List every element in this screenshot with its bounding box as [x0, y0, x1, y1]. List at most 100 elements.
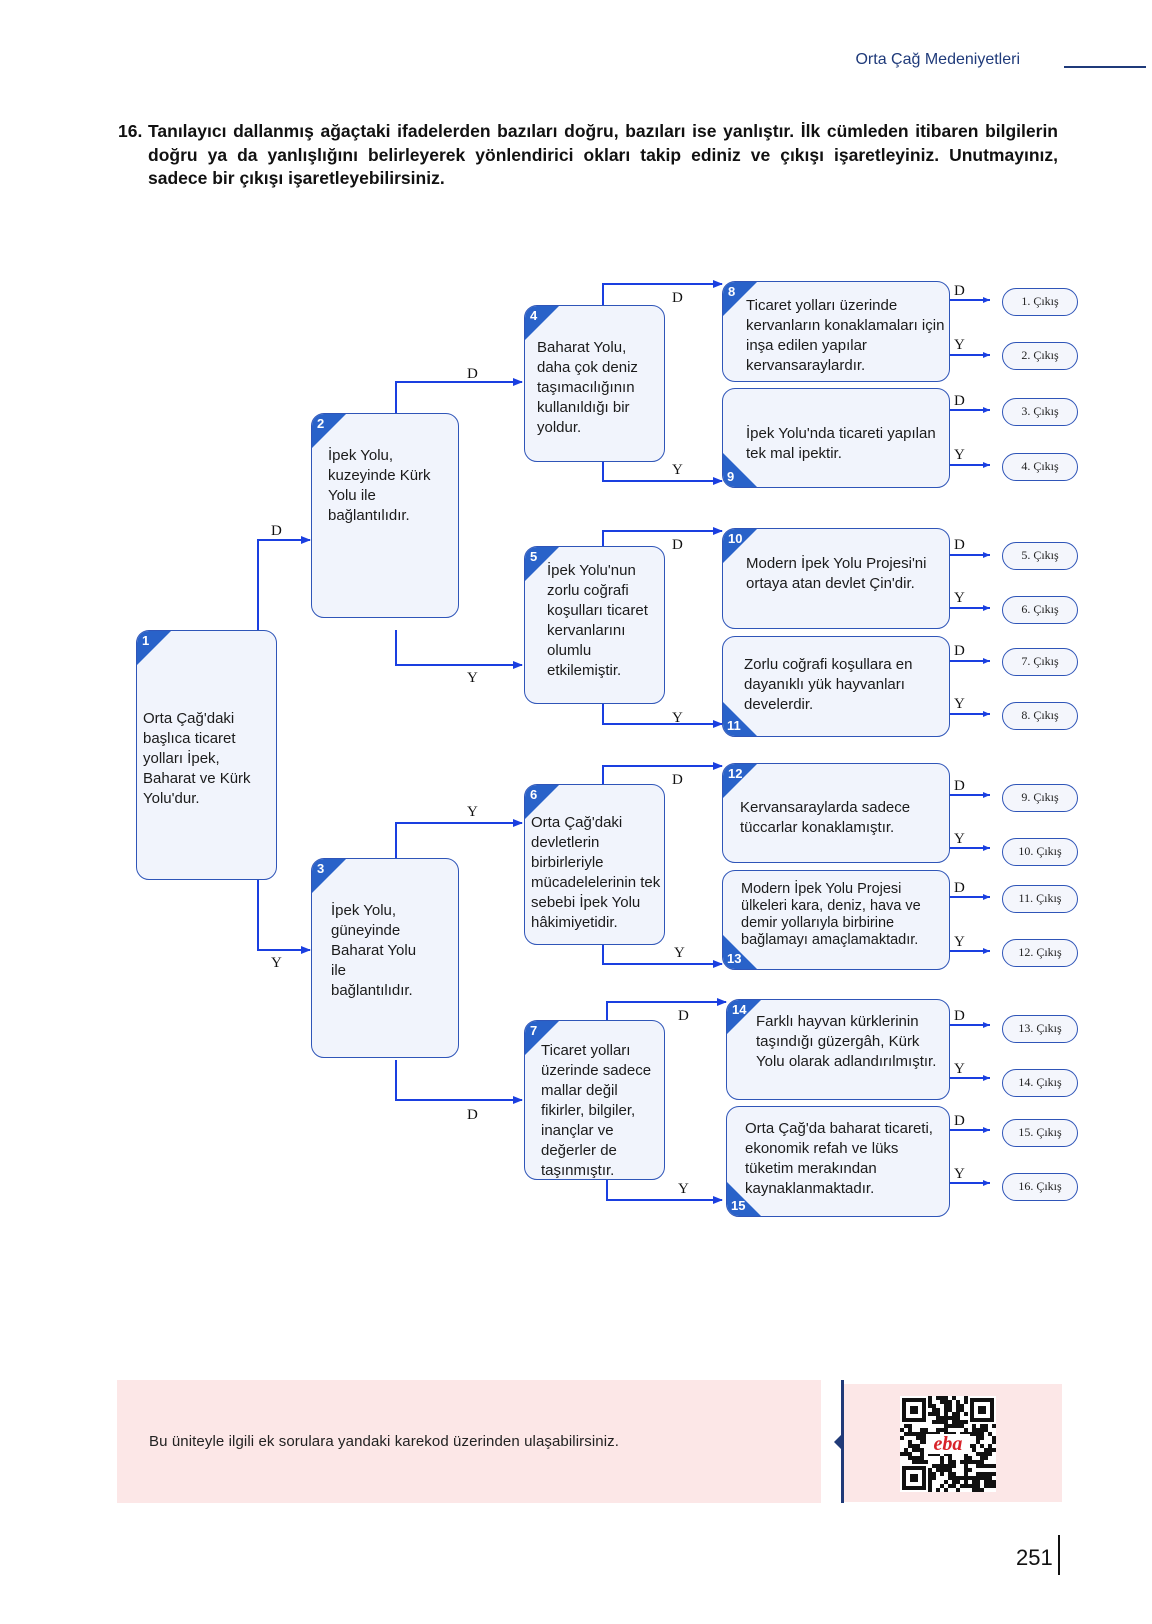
page-number-bar	[1058, 1535, 1060, 1575]
exit-option-9[interactable]: 9. Çıkış	[1002, 784, 1078, 812]
branch-label-true: D	[954, 283, 965, 299]
node-number-badge	[525, 306, 560, 341]
branch-label-false: Y	[954, 1166, 965, 1182]
branch-label-true: D	[672, 772, 683, 788]
exit-option-11[interactable]: 11. Çıkış	[1002, 885, 1078, 913]
tree-node-13: 13 Modern İpek Yolu Projesi ülkeleri kar…	[722, 870, 950, 970]
qr-code-icon[interactable]: eba	[900, 1396, 996, 1492]
branch-label-false: Y	[674, 945, 685, 961]
tree-node-7: 7 Ticaret yolları üzerinde sadece mallar…	[524, 1020, 665, 1180]
tree-node-14: 14 Farklı hayvan kürklerinin taşındığı g…	[726, 999, 950, 1100]
branch-label-false: Y	[954, 934, 965, 950]
branch-label-false: Y	[954, 337, 965, 353]
node-statement: Orta Çağ'daki başlıca ticaret yolları İp…	[143, 710, 251, 807]
exit-option-3[interactable]: 3. Çıkış	[1002, 398, 1078, 426]
node-statement: Orta Çağ'daki devletlerin birbirleriyle …	[531, 814, 661, 931]
node-number-badge	[137, 631, 172, 666]
node-number: 3	[317, 861, 325, 876]
branch-label-true: D	[271, 523, 282, 539]
tree-node-2: 2 İpek Yolu, kuzeyinde Kürk Yolu ile bağ…	[311, 413, 459, 618]
tree-node-3: 3 İpek Yolu, güneyinde Baharat Yolu ile …	[311, 858, 459, 1058]
branch-label-true: D	[672, 537, 683, 553]
exit-option-16[interactable]: 16. Çıkış	[1002, 1173, 1078, 1201]
exit-option-7[interactable]: 7. Çıkış	[1002, 648, 1078, 676]
tree-node-4: 4 Baharat Yolu, daha çok deniz taşımacıl…	[524, 305, 665, 462]
page-number: 251	[1016, 1545, 1053, 1570]
node-number: 13	[727, 951, 742, 966]
exit-option-5[interactable]: 5. Çıkış	[1002, 542, 1078, 570]
branch-label-true: D	[954, 643, 965, 659]
exit-option-10[interactable]: 10. Çıkış	[1002, 838, 1078, 866]
node-number: 12	[728, 766, 743, 781]
branch-label-false: Y	[678, 1181, 689, 1197]
tree-node-12: 12 Kervansaraylarda sadece tüccarlar kon…	[722, 763, 950, 863]
chapter-title: Orta Çağ Medeniyetleri	[855, 51, 1020, 68]
exit-option-2[interactable]: 2. Çıkış	[1002, 342, 1078, 370]
node-statement: Zorlu coğrafi koşullara en dayanıklı yük…	[744, 656, 913, 713]
node-number: 11	[727, 718, 741, 733]
exit-option-13[interactable]: 13. Çıkış	[1002, 1015, 1078, 1043]
node-statement: Modern İpek Yolu Projesi'ni ortaya atan …	[746, 555, 927, 592]
node-statement: İpek Yolu'nun zorlu coğrafi koşulları ti…	[547, 562, 648, 679]
node-number: 14	[732, 1002, 747, 1017]
node-statement: İpek Yolu, kuzeyinde Kürk Yolu ile bağla…	[328, 447, 431, 524]
branch-label-true: D	[954, 537, 965, 553]
branch-label-true: D	[954, 880, 965, 896]
branch-label-false: Y	[954, 447, 965, 463]
node-number: 4	[530, 308, 538, 323]
node-number: 10	[728, 531, 743, 546]
node-number-badge	[723, 452, 758, 487]
pointer-triangle-icon	[834, 1433, 843, 1451]
question-text: Tanılayıcı dallanmış ağaçtaki ifadelerde…	[148, 121, 1058, 188]
branch-label-false: Y	[467, 670, 478, 686]
node-statement: İpek Yolu, güneyinde Baharat Yolu ile ba…	[331, 902, 417, 999]
tree-node-1: 1 Orta Çağ'daki başlıca ticaret yolları …	[136, 630, 277, 880]
node-statement: Farklı hayvan kürklerinin taşındığı güze…	[756, 1013, 937, 1070]
node-number: 9	[727, 469, 735, 484]
node-statement: Modern İpek Yolu Projesi ülkeleri kara, …	[741, 881, 921, 948]
exit-option-15[interactable]: 15. Çıkış	[1002, 1119, 1078, 1147]
tree-node-6: 6 Orta Çağ'daki devletlerin birbirleriyl…	[524, 784, 665, 945]
branch-label-true: D	[467, 366, 478, 382]
diagnostic-branching-tree: D Y D Y Y D D Y D Y D Y D Y D Y D Y D Y …	[136, 280, 1078, 1217]
eba-logo: eba	[934, 1433, 963, 1455]
node-number-badge	[723, 701, 758, 736]
branch-label-true: D	[678, 1008, 689, 1024]
tree-connectors	[257, 280, 990, 1204]
tree-node-10: 10 Modern İpek Yolu Projesi'ni ortaya at…	[722, 528, 950, 629]
node-number: 1	[142, 633, 150, 648]
node-number: 15	[731, 1198, 746, 1213]
branch-label-false: Y	[271, 955, 282, 971]
node-statement: Kervansaraylarda sadece tüccarlar konakl…	[740, 799, 911, 836]
node-statement: Orta Çağ'da baharat ticareti, ekonomik r…	[745, 1120, 933, 1197]
branch-label-true: D	[954, 393, 965, 409]
tree-node-15: 15 Orta Çağ'da baharat ticareti, ekonomi…	[726, 1106, 950, 1217]
branch-label-true: D	[672, 290, 683, 306]
exit-option-8[interactable]: 8. Çıkış	[1002, 702, 1078, 730]
node-number: 5	[530, 549, 538, 564]
tree-node-11: 11 Zorlu coğrafi koşullara en dayanıklı …	[722, 636, 950, 737]
node-number-badge	[312, 414, 347, 449]
node-statement: Ticaret yolları üzerinde kervanların kon…	[746, 297, 945, 374]
exit-option-1[interactable]: 1. Çıkış	[1002, 288, 1078, 316]
chapter-title-rule	[1064, 66, 1146, 68]
branch-label-true: D	[954, 778, 965, 794]
exit-option-12[interactable]: 12. Çıkış	[1002, 939, 1078, 967]
node-number-badge	[723, 529, 758, 564]
exit-option-14[interactable]: 14. Çıkış	[1002, 1069, 1078, 1097]
branch-label-false: Y	[954, 1061, 965, 1077]
branch-label-true: D	[954, 1008, 965, 1024]
node-number-badge	[727, 1181, 762, 1216]
info-box: Bu üniteyle ilgili ek sorulara yandaki k…	[117, 1380, 821, 1503]
exit-option-6[interactable]: 6. Çıkış	[1002, 596, 1078, 624]
branch-label-true: D	[467, 1107, 478, 1123]
exit-option-4[interactable]: 4. Çıkış	[1002, 453, 1078, 481]
tree-node-5: 5 İpek Yolu'nun zorlu coğrafi koşulları …	[524, 546, 665, 704]
node-statement: Baharat Yolu, daha çok deniz taşımacılığ…	[537, 339, 638, 436]
question-number: 16.	[118, 121, 143, 141]
node-number: 2	[317, 416, 325, 431]
node-number: 6	[530, 787, 538, 802]
node-number-badge	[525, 785, 560, 820]
node-number-badge	[723, 282, 758, 317]
branch-label-false: Y	[672, 462, 683, 478]
